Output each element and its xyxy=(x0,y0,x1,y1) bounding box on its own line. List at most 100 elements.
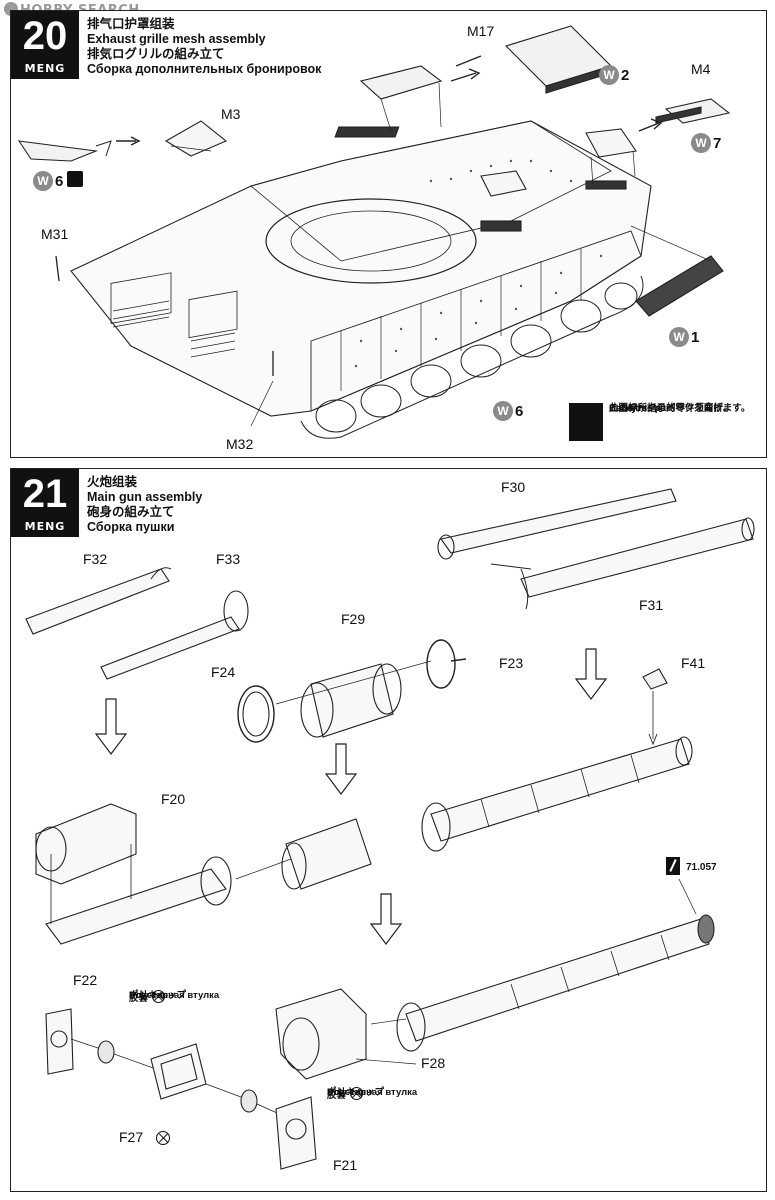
step-21-number: 21 xyxy=(22,472,68,516)
deck-grille-right xyxy=(585,180,627,190)
badge-number: 1 xyxy=(691,328,700,346)
final-barrel-assembly xyxy=(405,918,710,1042)
label-f32: F32 xyxy=(83,551,108,567)
deck-grille-center xyxy=(480,220,522,232)
side-armor-panels xyxy=(340,249,582,391)
polycap-right xyxy=(240,1089,258,1113)
rear-barrel-assembly xyxy=(45,868,227,945)
part-f24-ring xyxy=(237,685,275,743)
part-f31-barrel-half xyxy=(520,518,754,598)
paint-code: 71.057 xyxy=(686,862,717,873)
label-f24: F24 xyxy=(211,664,236,680)
label-f20: F20 xyxy=(161,791,186,807)
no-cement-icon xyxy=(350,1087,364,1100)
polycap-ru: Эластичная втулка xyxy=(129,990,220,1001)
label-f22: F22 xyxy=(73,972,98,988)
badge-number: 7 xyxy=(713,134,722,152)
badge-number: 2 xyxy=(621,66,630,84)
label-m32: M32 xyxy=(226,436,254,452)
label-f21: F21 xyxy=(333,1157,358,1173)
part-f29-sleeve xyxy=(310,663,394,738)
step-20-title-ru: Сборка дополнительных бронировок xyxy=(87,62,322,76)
paint-brush-icon xyxy=(666,857,680,875)
step-20-badge: 20 MENG xyxy=(11,11,79,79)
badge-number: 6 xyxy=(55,172,64,190)
part-m3 xyxy=(164,120,228,157)
brand-logo: MENG xyxy=(24,520,66,533)
step-20-title-jp: 排気ログリルの組み立て xyxy=(87,47,225,61)
no-cement-icon xyxy=(152,990,166,1003)
part-f41 xyxy=(642,668,668,690)
bend-note-ru: Согнуть. xyxy=(609,403,650,414)
label-f23: F23 xyxy=(499,655,524,671)
badge-number: 6 xyxy=(515,402,524,420)
bend-mark-icon xyxy=(67,171,84,187)
step-21-title-en: Main gun assembly xyxy=(87,490,203,504)
part-f22-trunnion xyxy=(45,1008,74,1075)
bend-note-en: Bend this part. xyxy=(609,403,676,414)
label-m31: M31 xyxy=(41,226,69,242)
label-f41: F41 xyxy=(681,655,706,671)
bend-icon xyxy=(569,403,603,441)
step-20-panel: 20 MENG 排气口护罩组装 Exhaust grille mesh asse… xyxy=(10,10,767,458)
road-wheels xyxy=(315,282,638,433)
label-f28: F28 xyxy=(421,1055,446,1071)
step-21-title-ru: Сборка пушки xyxy=(87,520,175,534)
label-f27: F27 xyxy=(119,1129,144,1145)
deck-grille-left xyxy=(334,126,400,138)
step-21-badge: 21 MENG xyxy=(11,469,79,537)
step-21-title-jp: 砲身の組み立て xyxy=(87,505,175,519)
part-f27-frame xyxy=(150,1043,207,1100)
front-grilles xyxy=(110,272,238,358)
wire-icon: W xyxy=(599,65,619,85)
label-f29: F29 xyxy=(341,611,366,627)
part-f20-housing xyxy=(35,803,137,885)
part-f23-ring xyxy=(426,639,456,689)
polycap-en: Poly cap xyxy=(327,1087,367,1098)
step-20-title-en: Exhaust grille mesh assembly xyxy=(87,32,266,46)
upper-barrel-assembly xyxy=(430,738,690,842)
label-f30: F30 xyxy=(501,479,526,495)
no-cement-icon xyxy=(156,1131,170,1145)
label-m4: M4 xyxy=(691,61,711,77)
grille-cover-left xyxy=(359,65,443,100)
polycap-left xyxy=(97,1040,115,1064)
brand-logo: MENG xyxy=(24,62,66,75)
tank-hull-illustration xyxy=(17,25,731,439)
step-20-title-cn: 排气口护罩组装 xyxy=(87,17,175,31)
label-f33: F33 xyxy=(216,551,241,567)
polycap-cn-row: 胶套 xyxy=(327,1087,364,1101)
polycap-cn: 胶套 xyxy=(327,1090,347,1101)
polycap-cn: 胶套 xyxy=(129,993,149,1004)
part-bent-plate xyxy=(17,140,99,162)
polycap-jp: ポリキャップ xyxy=(129,990,187,1001)
mid-sleeve xyxy=(285,818,372,890)
part-f21-trunnion xyxy=(275,1096,317,1170)
label-m17: M17 xyxy=(467,23,495,39)
part-f32-barrel-half xyxy=(25,568,170,635)
wire-icon: W xyxy=(691,133,711,153)
bend-note: 此图标所指示的零件须弯折。 Bend this part. このマークのパーツを… xyxy=(569,403,764,453)
step-20-number: 20 xyxy=(22,14,68,58)
polycap-en: Poly cap xyxy=(129,990,169,1001)
polycap-jp: ポリキャップ xyxy=(327,1087,385,1098)
grille-housing-box xyxy=(585,128,637,158)
rivet-texture xyxy=(354,159,603,368)
side-armor-skirt xyxy=(310,230,642,412)
label-f31: F31 xyxy=(639,597,664,613)
polycap-cn-row: 胶套 xyxy=(129,990,166,1004)
part-f28-mantlet xyxy=(275,988,367,1080)
turret-ring xyxy=(265,198,477,284)
part-f33-barrel-half xyxy=(100,616,240,680)
polycap-ru: Эластичная втулка xyxy=(327,1087,418,1098)
main-gun-illustration xyxy=(25,488,755,1170)
part-f30-barrel-half xyxy=(440,488,677,554)
wire-icon: W xyxy=(669,327,689,347)
side-skirt-mesh xyxy=(635,255,724,317)
step-21-panel: 21 MENG 火炮组装 Main gun assembly 砲身の組み立て С… xyxy=(10,468,767,1192)
bend-note-jp: このマークのパーツを曲げます。 xyxy=(609,403,751,414)
